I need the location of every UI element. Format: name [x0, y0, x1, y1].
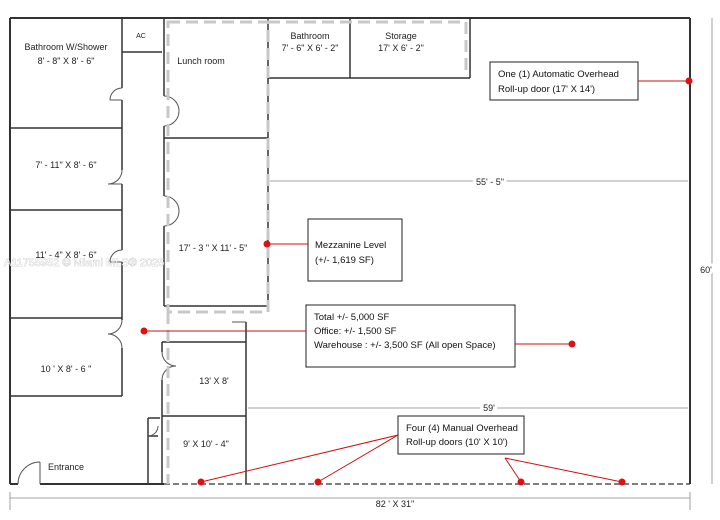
callout-boxes: [305, 61, 639, 455]
warehouse-marker: [568, 340, 576, 348]
office-3-size: 10 ' X 8' - 6 ": [41, 364, 92, 374]
door-swings: [17, 87, 246, 485]
bathroom-shower-size: 8' - 8" X 8' - 6": [38, 56, 95, 66]
storage-name: Storage: [385, 31, 417, 41]
door-markers: [140, 77, 693, 486]
totals-line-2: Office: +/- 1,500 SF: [314, 326, 397, 337]
ac-label: AC: [136, 33, 146, 40]
mezzanine-line-2: (+/- 1,619 SF): [315, 255, 374, 266]
manual-doors-line-2: Roll-up doors (10' X 10'): [406, 437, 508, 448]
mezzanine-marker: [263, 240, 271, 248]
manual-door-marker-1: [197, 478, 205, 486]
watermark: A11755952 © Miami MLS® 2025: [4, 257, 164, 269]
bathroom-shower-name: Bathroom W/Shower: [24, 42, 107, 52]
dim-depth: 60': [700, 265, 712, 275]
totals-line-3: Warehouse : +/- 3,500 SF (All open Space…: [314, 340, 496, 351]
manual-door-marker-4: [618, 478, 626, 486]
interior-walls: [10, 18, 471, 484]
bathroom-top-name: Bathroom: [290, 31, 329, 41]
dim-inner-width-bottom: 59': [483, 403, 495, 413]
entrance-label: Entrance: [48, 462, 84, 472]
dim-overall: 82 ' X 31": [376, 499, 414, 509]
room-13x8-size: 13' X 8': [199, 376, 229, 386]
office-1-size: 7' - 11" X 8' - 6": [35, 160, 96, 170]
auto-door-line-2: Roll-up door (17' X 14'): [498, 84, 595, 95]
mezzanine-line-1: Mezzanine Level: [315, 240, 386, 251]
bathroom-top-size: 7' - 6" X 6' - 2": [282, 43, 339, 53]
room-9x10-size: 9' X 10' - 4": [183, 439, 229, 449]
mezz-room-size: 17' - 3 " X 11' - 5": [179, 243, 248, 253]
manual-door-marker-2: [314, 478, 322, 486]
manual-doors-line-1: Four (4) Manual Overhead: [406, 423, 518, 434]
auto-door-line-1: One (1) Automatic Overhead: [498, 69, 619, 80]
callout-leaders: [144, 80, 689, 483]
storage-size: 17' X 6' - 2": [378, 43, 424, 53]
entrance-marker: [140, 327, 148, 335]
totals-line-1: Total +/- 5,000 SF: [314, 312, 389, 323]
dimension-lines: [9, 18, 713, 510]
manual-door-marker-3: [517, 478, 525, 486]
office-2-size: 11' - 4" X 8' - 6": [35, 250, 96, 260]
lunch-room-label: Lunch room: [177, 56, 225, 66]
dim-inner-width-top: 55' - 5": [476, 177, 504, 187]
auto-door-marker: [685, 77, 693, 85]
